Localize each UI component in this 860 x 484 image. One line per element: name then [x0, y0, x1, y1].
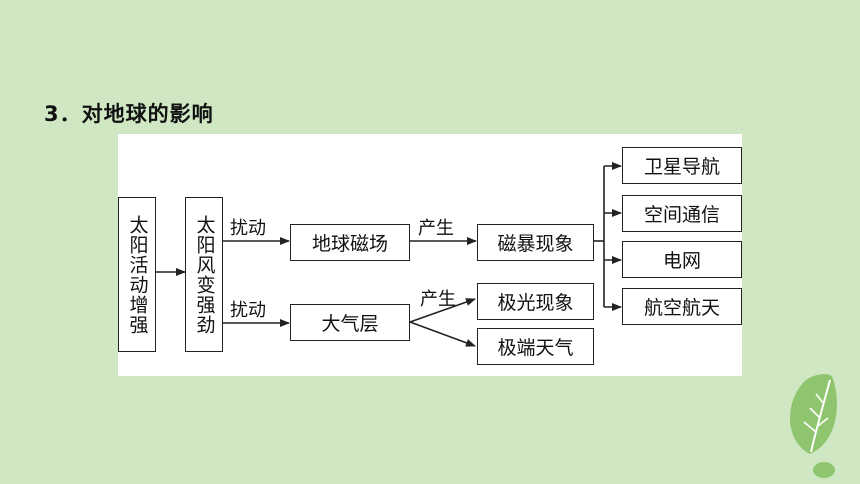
node-magnetic-storm: 磁暴现象: [477, 224, 594, 261]
node-aerospace: 航空航天: [622, 288, 742, 325]
arrow-atmosphere-to-aurora: [409, 298, 476, 323]
label-disturb-top: 扰动: [230, 218, 266, 239]
node-atmosphere: 大气层: [290, 304, 410, 341]
leaf-decoration-icon: [790, 374, 837, 478]
label-disturb-bottom: 扰动: [230, 300, 266, 321]
node-power-grid: 电网: [622, 241, 742, 278]
section-heading: 3．对地球的影响: [44, 102, 214, 126]
arrow-atmosphere-to-weather: [409, 321, 476, 347]
node-solar-activity: 太阳活动增强: [118, 197, 156, 352]
label-produce-bottom: 产生: [420, 289, 456, 310]
node-geomagnetic-field: 地球磁场: [290, 224, 410, 261]
node-satellite-navigation: 卫星导航: [622, 147, 742, 184]
node-solar-wind: 太阳风变强劲: [185, 197, 223, 352]
label-produce-top: 产生: [418, 218, 454, 239]
node-extreme-weather: 极端天气: [477, 328, 594, 365]
node-space-communication: 空间通信: [622, 195, 742, 232]
node-aurora: 极光现象: [477, 283, 594, 320]
